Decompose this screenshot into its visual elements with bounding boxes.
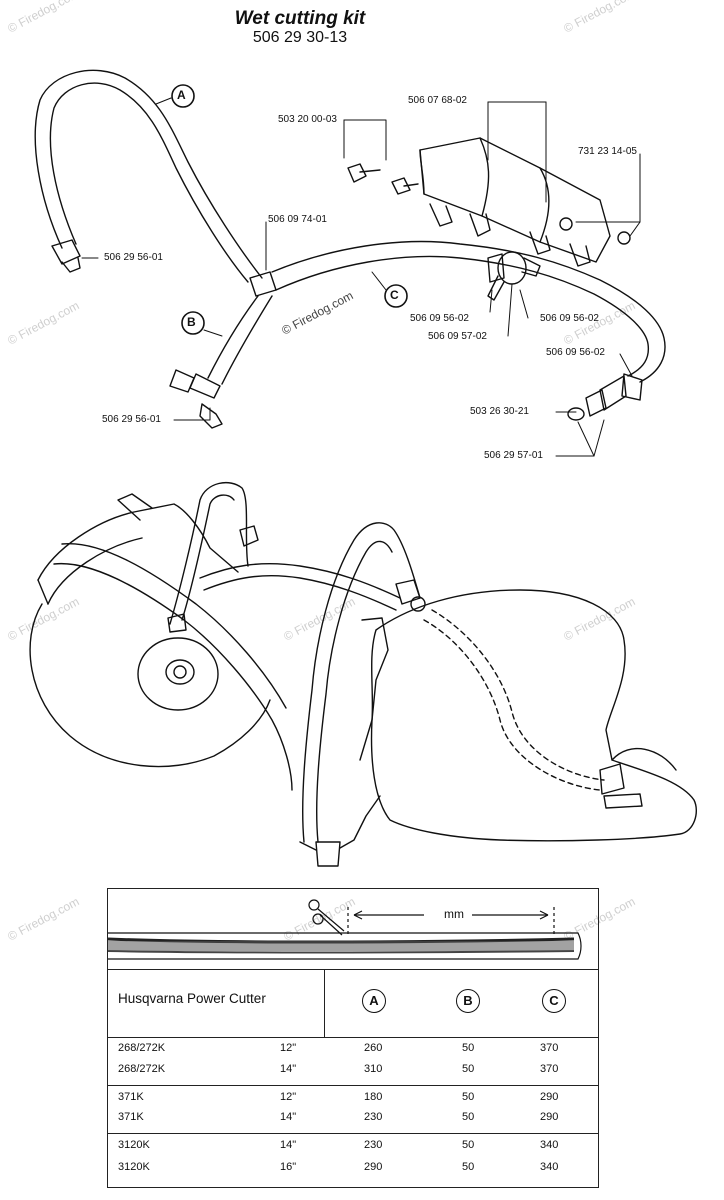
callout-a-letter: A bbox=[177, 88, 186, 102]
model-cell: 3120K bbox=[118, 1161, 150, 1173]
size-cell: 12" bbox=[280, 1042, 297, 1054]
a-cell: 310 bbox=[364, 1063, 383, 1075]
part-label-valve: 506 09 57-02 bbox=[428, 331, 487, 342]
part-label-clamp-2: 506 09 56-02 bbox=[540, 313, 599, 324]
c-cell: 340 bbox=[540, 1161, 559, 1173]
column-divider bbox=[324, 969, 325, 1037]
b-cell: 50 bbox=[462, 1091, 475, 1103]
b-cell: 50 bbox=[462, 1111, 475, 1123]
a-cell: 260 bbox=[364, 1042, 383, 1054]
hose-c bbox=[271, 240, 666, 383]
part-label-hose-a-fitting: 506 29 56-01 bbox=[104, 252, 163, 263]
screws bbox=[347, 163, 419, 195]
c-cell: 340 bbox=[540, 1139, 559, 1151]
part-label-screw: 503 20 00-03 bbox=[278, 114, 337, 125]
b-cell: 50 bbox=[462, 1139, 475, 1151]
b-cell: 50 bbox=[462, 1161, 475, 1173]
size-cell: 14" bbox=[280, 1139, 297, 1151]
hose-a-end-fitting bbox=[51, 239, 81, 273]
end-coupling bbox=[567, 373, 643, 421]
a-cell: 180 bbox=[364, 1091, 383, 1103]
c-cell: 290 bbox=[540, 1091, 559, 1103]
group-divider bbox=[108, 1085, 598, 1086]
part-label-bracket: 506 07 68-02 bbox=[408, 95, 467, 106]
hose-cutting-illustration: mm bbox=[107, 889, 598, 970]
exploded-parts-drawing bbox=[29, 69, 698, 867]
c-cell: 290 bbox=[540, 1111, 559, 1123]
part-label-clamp-1: 506 09 56-02 bbox=[410, 313, 469, 324]
nuts bbox=[559, 217, 631, 245]
part-label-washer: 503 26 30-21 bbox=[470, 406, 529, 417]
part-label-coupling: 506 29 57-01 bbox=[484, 450, 543, 461]
watermark: © Firedog.com bbox=[5, 894, 82, 944]
hose-b bbox=[169, 295, 273, 429]
hose-length-table: mm Husqvarna Power Cutter A B C 268/272K… bbox=[107, 888, 599, 1188]
diagram-title: Wet cutting kit bbox=[234, 8, 366, 29]
model-cell: 268/272K bbox=[118, 1063, 166, 1075]
size-cell: 14" bbox=[280, 1111, 297, 1123]
model-cell: 268/272K bbox=[118, 1042, 166, 1054]
b-cell: 50 bbox=[462, 1063, 475, 1075]
model-cell: 371K bbox=[118, 1091, 144, 1103]
part-label-nut: 731 23 14-05 bbox=[578, 146, 637, 157]
unit-label: mm bbox=[444, 907, 464, 921]
c-cell: 370 bbox=[540, 1063, 559, 1075]
a-cell: 290 bbox=[364, 1161, 383, 1173]
callout-b-letter: B bbox=[187, 315, 196, 329]
size-cell: 14" bbox=[280, 1063, 297, 1075]
t-connector bbox=[249, 271, 277, 297]
c-cell: 370 bbox=[540, 1042, 559, 1054]
a-cell: 230 bbox=[364, 1139, 383, 1151]
valve bbox=[487, 251, 541, 301]
column-c-header: C bbox=[542, 989, 566, 1013]
part-label-clamp-3: 506 09 56-02 bbox=[546, 347, 605, 358]
header-divider bbox=[108, 1037, 598, 1038]
callout-circles bbox=[171, 84, 408, 335]
hose-cut-svg bbox=[107, 899, 582, 960]
leader-lines bbox=[81, 101, 641, 457]
model-cell: 371K bbox=[118, 1111, 144, 1123]
kit-part-number: 506 29 30-13 bbox=[252, 29, 348, 46]
column-b-header: B bbox=[456, 989, 480, 1013]
hose-a bbox=[34, 69, 263, 283]
mounting-bracket bbox=[419, 137, 611, 267]
column-a-header: A bbox=[362, 989, 386, 1013]
callout-c-letter: C bbox=[390, 288, 399, 302]
a-cell: 230 bbox=[364, 1111, 383, 1123]
part-label-t-connector: 506 09 74-01 bbox=[268, 214, 327, 225]
group-divider bbox=[108, 1133, 598, 1134]
size-cell: 12" bbox=[280, 1091, 297, 1103]
table-header-label: Husqvarna Power Cutter bbox=[118, 991, 266, 1006]
part-label-hose-b-fitting: 506 29 56-01 bbox=[102, 414, 161, 425]
b-cell: 50 bbox=[462, 1042, 475, 1054]
power-cutter bbox=[29, 481, 698, 867]
model-cell: 3120K bbox=[118, 1139, 150, 1151]
size-cell: 16" bbox=[280, 1161, 297, 1173]
